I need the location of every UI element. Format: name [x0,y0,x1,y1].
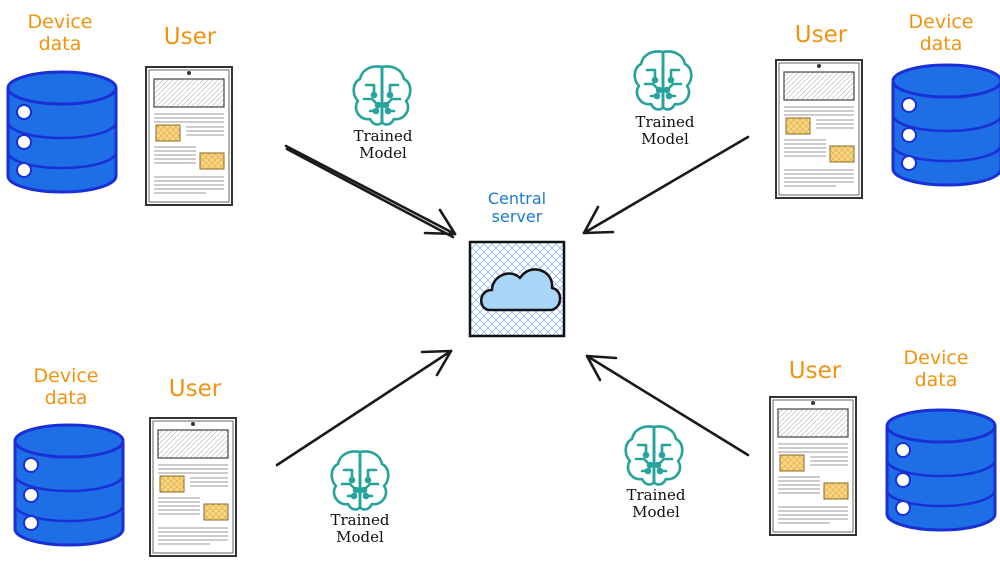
trained-model-label: Trained Model [328,127,438,163]
brain-circuit-icon [352,65,412,126]
arrow-icon [275,349,453,467]
tablet-icon [775,59,863,199]
database-icon [891,63,1000,187]
cloud-icon [480,268,562,312]
trained-model-label-line1: Trained [635,113,695,131]
central-server-label: Central server [462,189,572,227]
brain-circuit-icon [624,425,684,486]
device-data-label-line1: Device [27,11,93,33]
tablet-icon [149,417,237,557]
device-data-label: Device data [881,11,1000,56]
brain-circuit-icon [330,450,390,511]
device-data-label-line2: data [38,32,82,55]
brain-circuit-icon [633,50,693,111]
trained-model-label-line2: Model [336,528,384,547]
trained-model-label-line2: Model [359,144,407,163]
trained-model-label: Trained Model [305,511,415,547]
device-data-label: Device data [876,347,996,392]
trained-model-label-line1: Trained [626,486,686,504]
trained-model-label: Trained Model [601,486,711,522]
user-label: User [163,24,217,50]
central-server-label-line2: server [491,207,543,227]
tablet-icon [769,396,857,536]
device-data-label: Device data [6,365,126,410]
device-data-label-line1: Device [908,11,974,33]
device-data-label-line2: data [919,32,963,55]
device-data-label-line2: data [914,368,958,391]
arrow-icon [582,135,750,235]
device-data-label: Device data [0,11,120,56]
user-label: User [794,22,848,48]
user-label: User [168,376,222,402]
trained-model-label: Trained Model [610,113,720,149]
trained-model-label-line2: Model [632,503,680,522]
arrow-icon [585,354,750,457]
device-data-label-line2: data [44,386,88,409]
device-data-label-line1: Device [903,347,969,369]
trained-model-label-line2: Model [641,130,689,149]
database-icon [885,408,997,532]
trained-model-label-line1: Trained [353,127,413,145]
database-icon [6,70,118,194]
trained-model-label-line1: Trained [330,511,390,529]
device-data-label-line1: Device [33,365,99,387]
database-icon [13,423,125,547]
user-label: User [788,358,842,384]
arrow-icon [284,144,457,239]
central-server-label-line1: Central [487,189,547,208]
central-server-box [468,240,566,338]
tablet-icon [145,66,233,206]
